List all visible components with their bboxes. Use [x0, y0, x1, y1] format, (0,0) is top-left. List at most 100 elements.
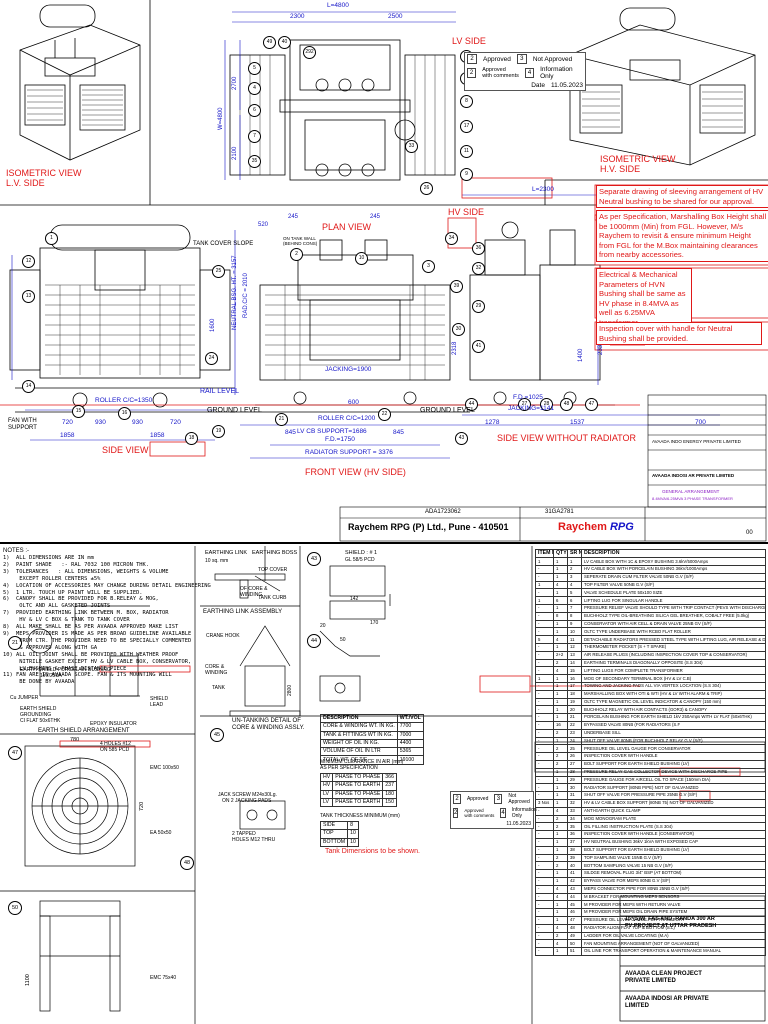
- table-cell: 33: [567, 806, 582, 816]
- dim-1278: 1278: [485, 419, 500, 426]
- label-jacking-1900: JACKING=1900: [325, 366, 372, 373]
- table-cell: 1: [553, 915, 568, 925]
- label-epoxy: EPOXY INSULATOR: [90, 721, 137, 727]
- item-balloon: 28: [540, 398, 553, 411]
- table-cell: -: [535, 666, 554, 676]
- dim-700: 700: [695, 419, 706, 426]
- table-cell: BUCHHOLZ TYPE OIL-BREATHING SILICA GEL B…: [581, 611, 766, 621]
- table-cell: 1: [553, 697, 568, 707]
- note-line: 11) FAN ARE IN AVAADA SCOPE. FAN & ITS M…: [3, 672, 172, 679]
- table-cell: 1: [553, 627, 568, 637]
- table-cell: PRESSURE OIL LEVEL GAUGE FOR CONSERVATOR: [581, 744, 766, 754]
- item-balloon: 26: [420, 182, 433, 195]
- item-balloon: 8: [460, 95, 473, 108]
- table-header-cell: SR NO: [567, 548, 582, 559]
- dim-1858a: 1858: [60, 432, 75, 439]
- table-cell: PRESSURE RELAY GAS COLLECTOR DEVICE WITH…: [581, 767, 766, 777]
- table-cell: 14: [567, 658, 582, 668]
- table-cell: 5: [567, 588, 582, 598]
- company-name: Raychem RPG (P) Ltd., Pune - 410501: [348, 522, 509, 532]
- table-cell: 180: [382, 789, 397, 799]
- dim-1537: 1537: [570, 419, 585, 426]
- table-cell: INSPECTION COVER WITH HANDLE (CONSERVATO…: [581, 830, 766, 839]
- table-cell: BOLT SUPPORT FOR EARTH SHIELD BUSHING (L…: [581, 845, 766, 855]
- dim-fan-720: 720: [139, 801, 145, 811]
- table-cell: -: [535, 853, 554, 863]
- dim-720b: 720: [170, 419, 181, 426]
- dim-2500: 2500: [388, 13, 403, 20]
- table-header-cell: DESCRIPTION: [320, 713, 398, 724]
- table-cell: -: [535, 705, 554, 715]
- note-line: FROM CTR. THE PROVIDER NEED TO BE SPECIA…: [3, 637, 192, 644]
- table-cell: 1: [535, 596, 554, 606]
- table-cell: 45: [567, 900, 582, 910]
- table-cell: 1: [553, 705, 568, 715]
- table-cell: BYPASSED VALVE 80NB (FOR RADIATORS (S.F: [581, 721, 766, 730]
- label-earth-shield-sub: 1kV/250A: [40, 673, 62, 679]
- table-cell: -: [535, 650, 554, 660]
- table-cell: M PROVIDER FOR MEPS WITH RETURN VALVE: [581, 900, 766, 910]
- table-cell: -: [535, 689, 554, 699]
- table-cell: 12: [567, 643, 582, 652]
- table-cell: 19: [567, 697, 582, 707]
- dim-930a: 930: [95, 419, 106, 426]
- dim-50: 50: [340, 637, 346, 643]
- table-cell: -: [535, 682, 554, 691]
- item-balloon: 43: [455, 432, 468, 445]
- table-cell: 49: [567, 931, 582, 941]
- item-balloon: 33: [405, 140, 418, 153]
- doc-number: ADA1723062: [425, 509, 461, 515]
- table-cell: 1: [553, 557, 568, 567]
- table-cell: CORE & WINDING WT. IN KG.: [320, 722, 398, 732]
- note-line: & APPROVED ALONG WITH GA: [3, 644, 98, 651]
- label-earth-shield: EARTH SHIELD GROUNDING CI FLAT 50x6THK: [20, 706, 61, 724]
- table-cell: OIL LINE FOR TRANSPORT OPERATION & MAINT…: [581, 947, 766, 956]
- item-balloon: 34: [445, 232, 458, 245]
- table-cell: 21: [567, 713, 582, 723]
- table-cell: 1: [553, 619, 568, 629]
- label-earthing-link: EARTHING LINK: [205, 550, 248, 556]
- item-balloon: 35: [248, 155, 261, 168]
- title-client: AVAADA INDOSI AR PRIVATE LIMITED: [652, 473, 735, 478]
- table-cell: 4: [553, 923, 568, 933]
- table-cell: 1: [553, 767, 568, 777]
- review-note-4: Inspection cover with handle for Neutral…: [596, 322, 762, 346]
- table-row: WEIGHT OF OIL IN KG.4400: [320, 738, 424, 749]
- table-cell: M BRACKET FOR MOUNTING MEPS SENSORS: [581, 892, 766, 902]
- label-earthing-boss: EARTHING BOSS: [252, 550, 298, 556]
- label-crane-hook: CRANE HOOK: [206, 633, 240, 639]
- label-tank-cover-slope: TANK COVER SLOPE: [193, 241, 254, 247]
- note-line: NITRILE GASKET EXCEPT HV & LV CABLE BOX,…: [3, 658, 192, 665]
- item-balloon: 11: [460, 145, 473, 158]
- table-cell: 3 Nos: [535, 799, 554, 808]
- dim-720a: 720: [62, 419, 73, 426]
- table-cell: 150: [382, 797, 397, 808]
- item-balloon: 24: [205, 352, 218, 365]
- table-cell: LV: [319, 797, 334, 808]
- table-cell: 38: [567, 845, 582, 855]
- item-balloon: 27: [518, 398, 531, 411]
- table-cell: SHUT OFF VALVE 80NB (FOR BUCHHOLZ RELAY …: [581, 736, 766, 746]
- table-cell: 2: [553, 658, 568, 668]
- table-cell: -: [535, 884, 554, 894]
- table-cell: LIFTING LUG FOR SINGULAR HANDLE: [581, 596, 766, 606]
- table-cell: PHASE TO EARTH: [332, 781, 384, 791]
- table-cell: 1: [535, 674, 554, 684]
- ga-drawing: [0, 0, 768, 542]
- table-cell: 2: [553, 728, 568, 738]
- table-cell: 30: [567, 783, 582, 793]
